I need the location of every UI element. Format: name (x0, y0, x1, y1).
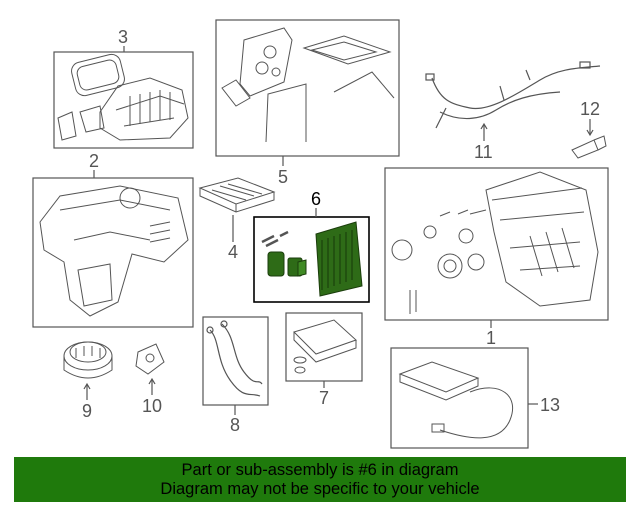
callout-13: 13 (540, 395, 561, 415)
part-8-drawing (206, 320, 263, 397)
box-part-2 (32, 177, 194, 328)
part-1-drawing (391, 171, 599, 314)
part-5-drawing (221, 27, 395, 143)
callout-10: 10 (142, 396, 163, 416)
callout-7: 7 (319, 388, 330, 408)
callout-12: 12 (580, 99, 601, 119)
part-12-drawing (571, 135, 607, 159)
box-part-13 (390, 347, 529, 449)
part-13-drawing (398, 361, 514, 439)
callout-3: 3 (118, 27, 129, 47)
callout-8: 8 (230, 415, 241, 435)
banner-line-2: Diagram may not be specific to your vehi… (160, 480, 480, 498)
part-7-drawing (293, 319, 357, 374)
info-banner: Part or sub-assembly is #6 in diagram Di… (14, 457, 626, 502)
callout-1: 1 (486, 328, 497, 348)
part-2-drawing (39, 185, 189, 317)
callout-5: 5 (278, 167, 289, 187)
callout-4: 4 (228, 242, 239, 262)
part-4-drawing (198, 177, 276, 213)
part-6-drawing (261, 221, 363, 297)
box-part-6 (253, 216, 370, 303)
callout-6: 6 (311, 189, 322, 209)
callout-2: 2 (89, 151, 100, 171)
callout-9: 9 (82, 401, 93, 421)
box-part-1 (384, 167, 609, 321)
part-9-drawing (63, 341, 113, 379)
part-10-drawing (135, 343, 165, 375)
part-3-drawing (57, 53, 189, 141)
part-11-drawing (425, 61, 601, 129)
banner-line-1: Part or sub-assembly is #6 in diagram (181, 461, 459, 479)
box-part-5 (215, 19, 400, 157)
callout-11: 11 (474, 142, 493, 162)
